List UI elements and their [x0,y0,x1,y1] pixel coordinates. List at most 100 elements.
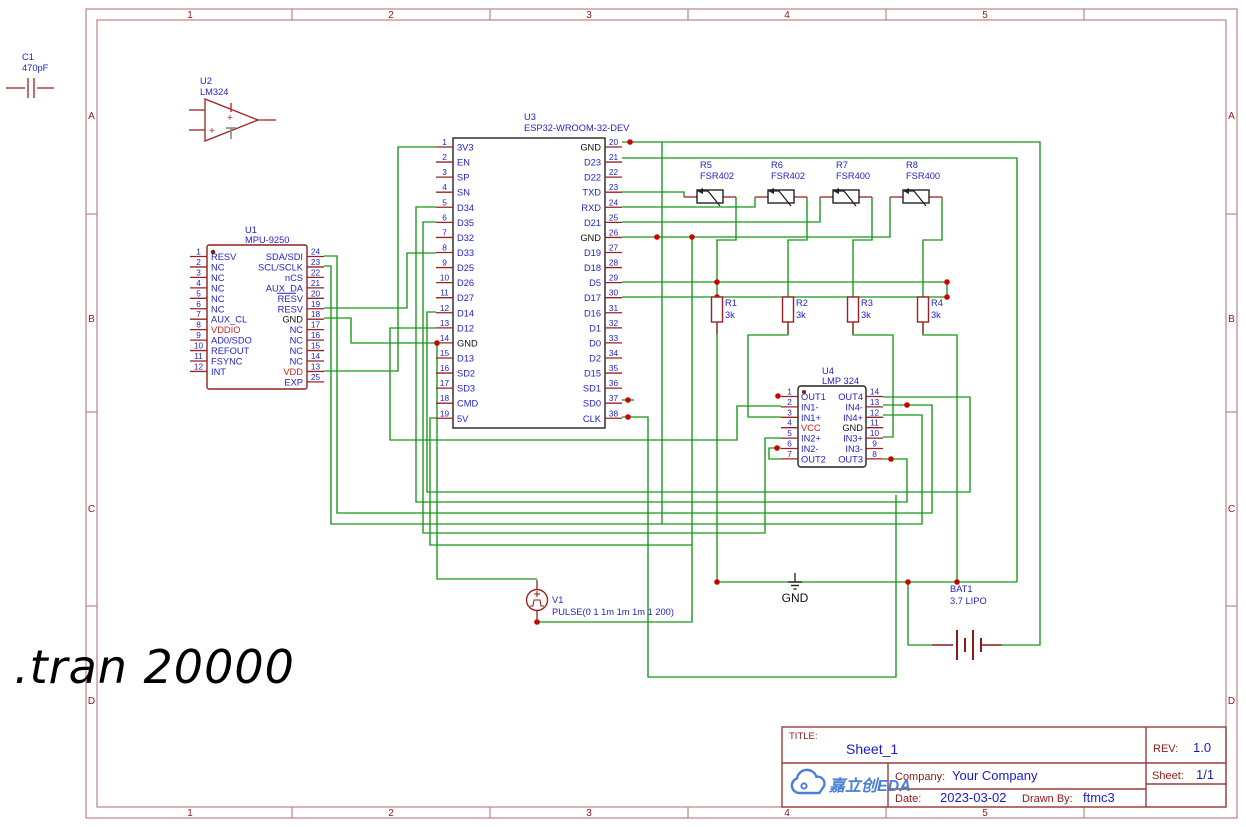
u3-pin-29-name: D5 [589,278,601,288]
frame-col-label: 5 [982,10,988,21]
u4-pin-8-name: OUT3 [838,454,863,464]
u1-pin-15-name: NC [290,346,304,356]
u1-pin-10-name: REFOUT [211,346,250,356]
wire[interactable] [622,197,756,208]
u3-pin-32-number: 32 [609,318,619,328]
u3-pin-34-name: D2 [589,353,601,363]
wire[interactable] [716,197,737,297]
ic-u1[interactable]: U1 MPU-9250 [206,225,308,390]
wire[interactable] [622,141,1041,646]
u4-pin-11-name: GND [842,423,863,433]
u1-pin-23-name: SCL/SCLK [258,262,304,272]
u3-pin-10-number: 10 [440,273,450,283]
wire[interactable] [537,237,693,623]
opamp-u2[interactable]: U2 LM324 + + [189,76,276,142]
u3-pin-21-name: D23 [584,158,601,168]
u3-pin-11-number: 11 [440,288,449,298]
wire[interactable] [622,197,891,238]
rev-value[interactable]: 1.0 [1193,740,1211,755]
capacitor-c1[interactable]: C1 470pF [6,52,54,98]
frame-row-label: B [88,314,95,325]
wire[interactable] [922,322,958,582]
wire[interactable] [426,311,971,493]
wire[interactable] [324,317,436,344]
source-v1[interactable]: V1 PULSE(0 1 1m 1m 1m 1 200) [525,580,674,622]
u1-pin-6-number: 6 [196,299,201,309]
u4-pin-9-name: IN3- [845,444,863,454]
junction-dot [654,234,660,240]
sheet-frame: 1 2 3 4 5 1 2 3 4 5 A B C D A B C D [85,8,1238,819]
wire[interactable] [787,197,808,297]
wire[interactable] [324,146,436,372]
u3-pin-27-name: D19 [584,248,601,258]
battery-bat1[interactable]: BAT1 3.7 LIPO [932,584,1002,660]
wire[interactable] [324,255,933,514]
junction-dot [625,414,631,420]
wire[interactable] [622,416,897,678]
u3-pin-33-number: 33 [609,333,619,343]
u1-pin-4-number: 4 [196,278,201,288]
wire[interactable] [622,191,685,197]
date-value[interactable]: 2023-03-02 [940,790,1007,805]
wire[interactable] [422,221,781,534]
wire[interactable] [429,417,692,546]
wire[interactable] [852,197,873,297]
u3-pin-4: 4SN [436,182,470,198]
ground-symbol[interactable]: GND [782,573,809,605]
wire[interactable] [907,582,932,646]
junction-dot [954,579,960,585]
r1-value: 3k [725,310,735,320]
r2-ref: R2 [796,298,808,308]
drawn-by-value[interactable]: ftmc3 [1083,790,1115,805]
ic-u4[interactable]: U4 LMP 324 [797,366,867,468]
sheet-num-value[interactable]: 1/1 [1196,767,1214,782]
u3-pin-16-number: 16 [440,363,450,373]
ic-u3[interactable]: U3 ESP32-WROOM-32-DEV [452,112,630,429]
u3-pin-14-number: 14 [440,333,450,343]
u1-pin-19-number: 19 [311,299,321,309]
wire[interactable] [747,322,789,418]
wire[interactable] [389,327,781,441]
wire[interactable] [324,252,436,309]
wire[interactable] [622,157,1018,582]
wire[interactable] [436,343,537,580]
drawn-by-label: Drawn By: [1022,793,1073,805]
frame-row-label: B [1228,314,1235,325]
u1-pin-24-name: SDA/SDI [266,252,303,262]
wire[interactable] [922,197,943,297]
u1-pin-5-name: NC [211,294,225,304]
spice-directive[interactable]: .tran 20000 [14,640,295,694]
sheet-title[interactable]: Sheet_1 [846,741,898,757]
junction-dot [627,139,633,145]
u3-value: ESP32-WROOM-32-DEV [524,123,630,133]
u4-pin-13-number: 13 [870,397,880,407]
u4-value: LMP 324 [822,376,859,386]
opamp-symbol: + + [189,98,276,142]
u1-pin-3: 3NC [190,267,225,283]
frame-col-label: 5 [982,808,988,819]
svg-text:+: + [227,113,233,124]
company-value[interactable]: Your Company [952,768,1038,783]
u1-pin-5-number: 5 [196,288,201,298]
wire[interactable] [324,265,923,525]
wire[interactable] [622,197,821,223]
rev-label: REV: [1153,743,1178,755]
